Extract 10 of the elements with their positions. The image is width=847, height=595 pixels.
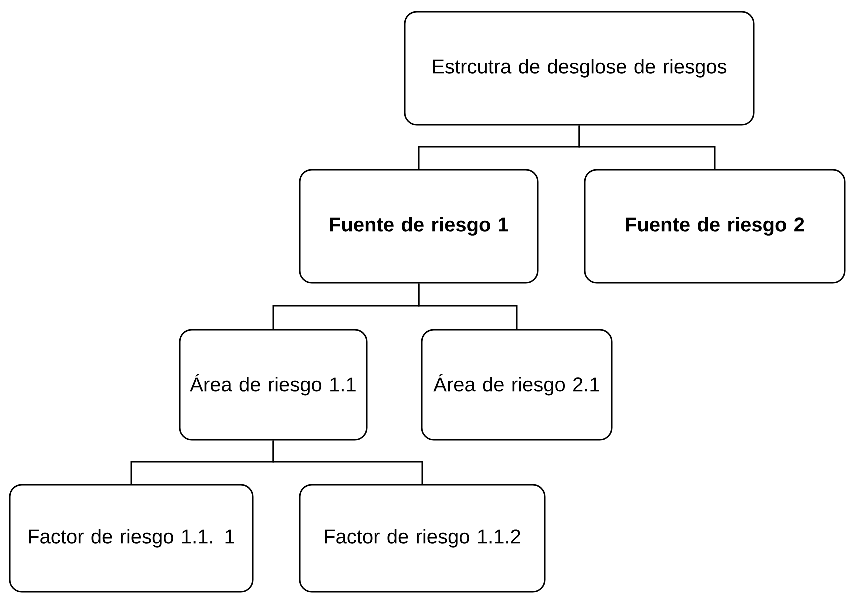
connector-line: [418, 284, 518, 330]
tree-box: Factor de riesgo 1.1.2: [299, 484, 546, 593]
connector-line: [578, 126, 716, 170]
tree-box: Factor de riesgo 1.1. 1: [9, 484, 254, 593]
tree-box: Estrcutra de desglose de riesgos: [404, 11, 755, 126]
tree-box: Fuente de riesgo 1: [299, 169, 539, 284]
tree-box: Área de riesgo 1.1: [179, 329, 368, 441]
tree-box: Fuente de riesgo 2: [584, 169, 846, 284]
connector-line: [272, 440, 424, 484]
tree-box: Área de riesgo 2.1: [421, 329, 613, 441]
